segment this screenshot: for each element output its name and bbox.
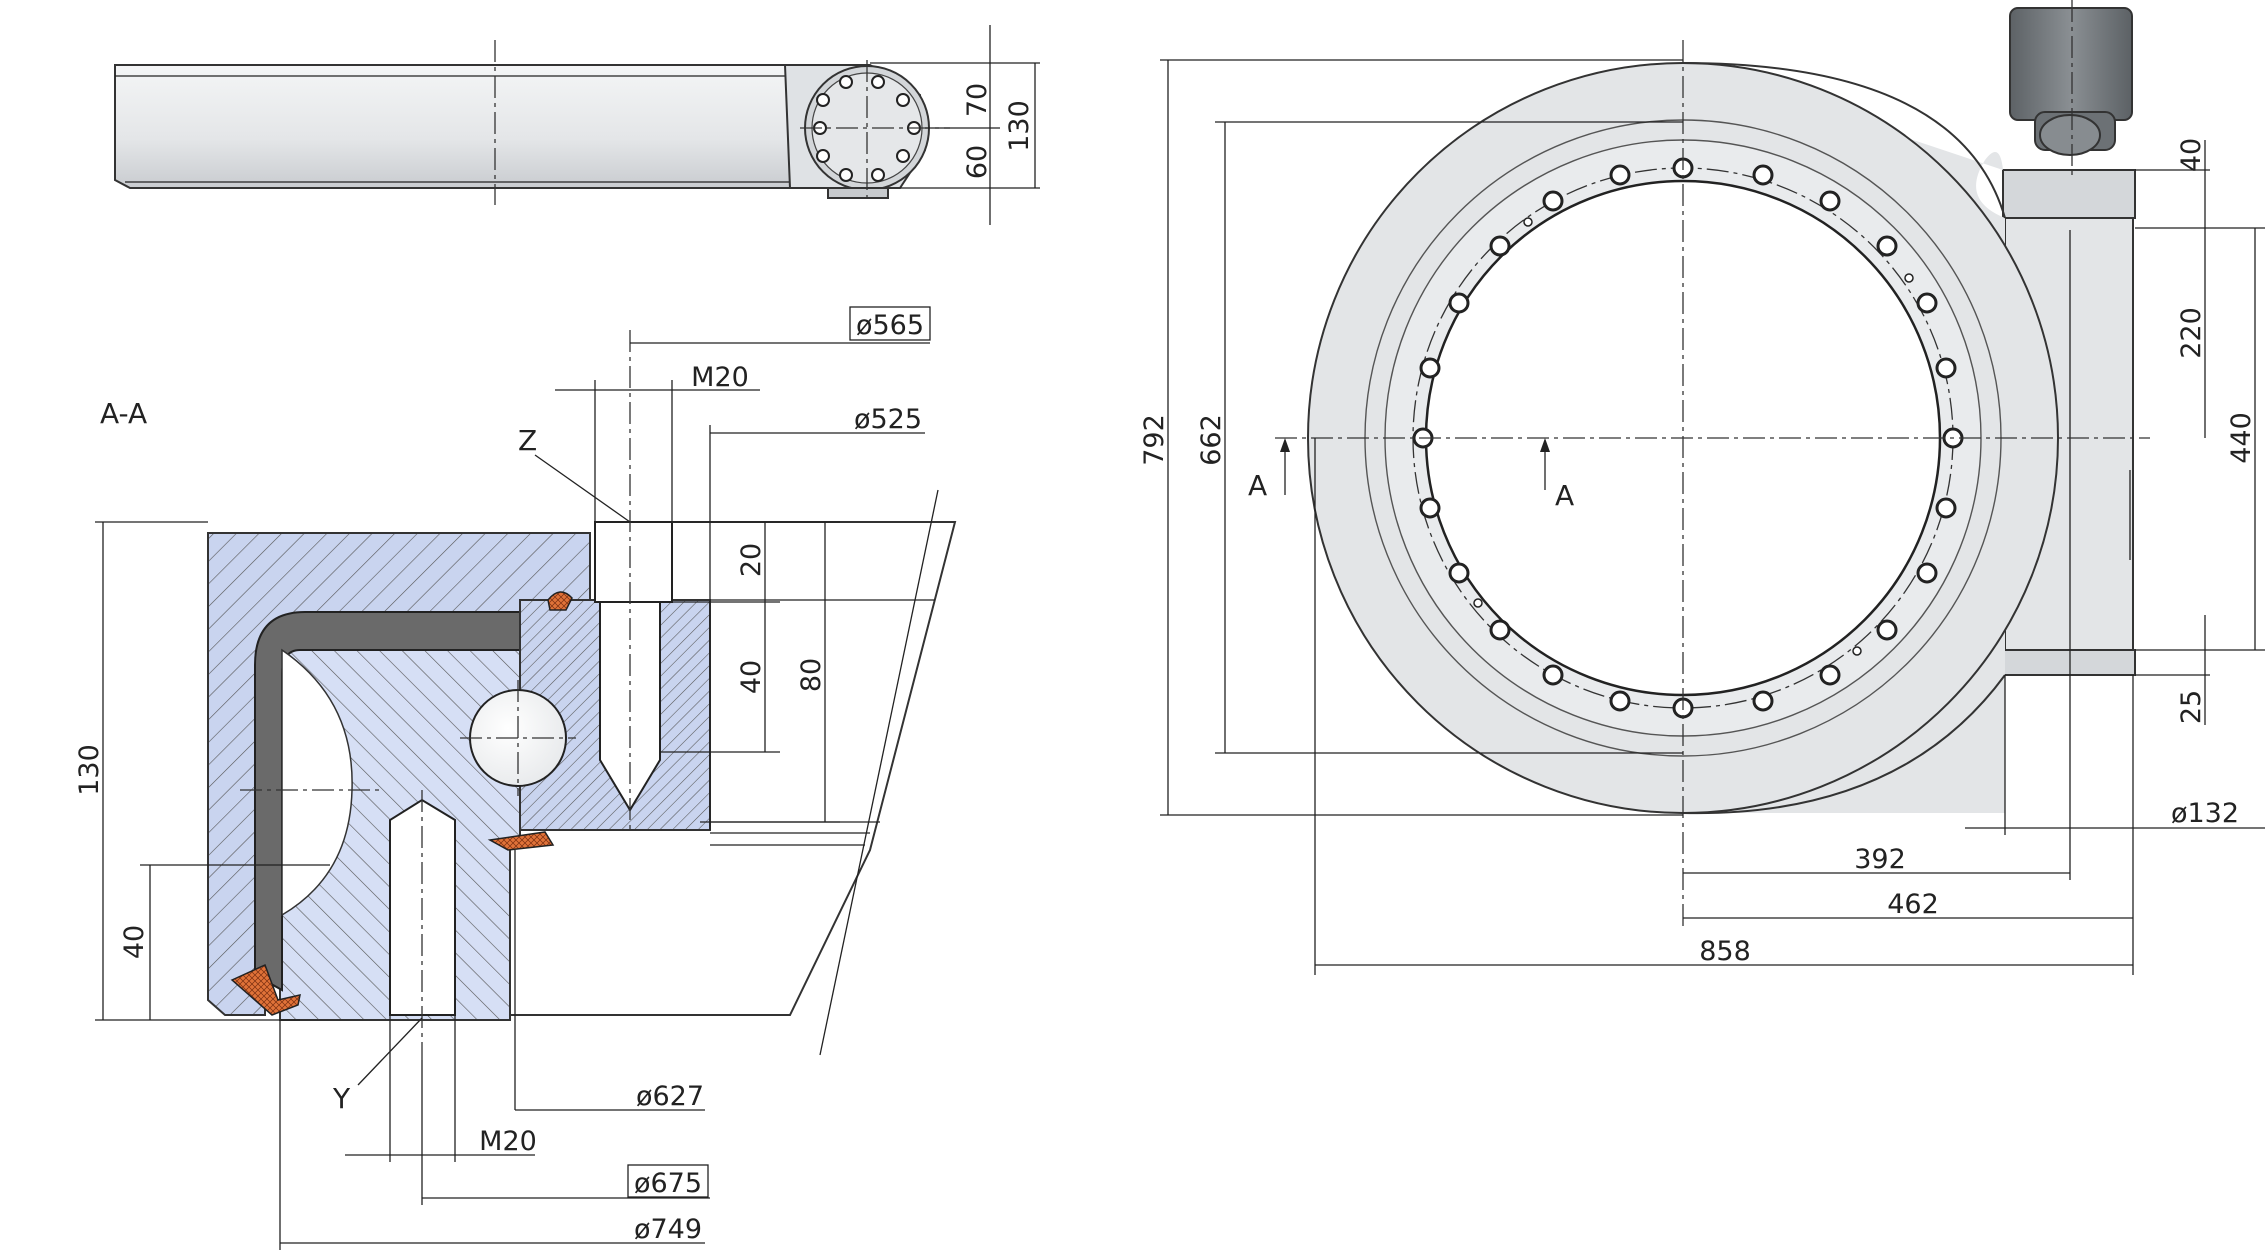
- plan-dim-662: 662: [1196, 414, 1227, 466]
- plan-dim-40: 40: [2176, 138, 2207, 172]
- section-dim-130: 130: [74, 744, 105, 796]
- plan-view: A A 792 662 40 220 440 25 ø132 392: [1139, 0, 2265, 975]
- plan-dim-25: 25: [2176, 690, 2207, 724]
- side-ring-body: [114, 64, 801, 189]
- side-view: 70 60 130: [114, 25, 1040, 225]
- plan-dim-440: 440: [2226, 412, 2257, 464]
- section-dim-80: 80: [796, 658, 827, 692]
- motor: [2009, 7, 2133, 121]
- section-dim-525: ø525: [854, 404, 922, 435]
- section-body-outline: [510, 521, 957, 1016]
- section-dim-749: ø749: [634, 1214, 702, 1245]
- section-label: A-A: [100, 397, 147, 430]
- side-dim-upper: 70: [962, 83, 993, 117]
- seal-bottom: [230, 963, 301, 1016]
- detail-label-z: Z: [518, 424, 537, 457]
- seal-top: [547, 591, 573, 611]
- section-mark-left: A: [1248, 469, 1267, 502]
- top-thread-bore: [594, 521, 673, 603]
- section-view: A-A: [74, 306, 957, 1250]
- section-dim-40-low: 40: [119, 925, 150, 959]
- plan-dim-132: ø132: [2171, 798, 2239, 829]
- plan-dim-792: 792: [1139, 414, 1170, 466]
- plan-dim-220: 220: [2176, 307, 2207, 359]
- section-dim-m20-bottom: M20: [479, 1126, 537, 1157]
- section-mark-right: A: [1555, 479, 1574, 512]
- grease-nipples: [1473, 217, 1914, 656]
- section-dim-20: 20: [736, 543, 767, 577]
- side-dim-total: 130: [1004, 100, 1035, 152]
- plan-dim-858: 858: [1699, 936, 1751, 967]
- section-dim-m20-top: M20: [691, 362, 749, 393]
- section-dim-40-mid: 40: [736, 660, 767, 694]
- plan-dim-392: 392: [1854, 844, 1906, 875]
- side-dim-lower: 60: [962, 145, 993, 179]
- section-dim-627: ø627: [636, 1081, 704, 1112]
- detail-label-y: Y: [332, 1082, 351, 1115]
- plan-dim-462: 462: [1887, 889, 1939, 920]
- section-dim-565: ø565: [856, 310, 924, 341]
- seal-inner: [487, 831, 555, 851]
- section-dim-675: ø675: [634, 1168, 702, 1199]
